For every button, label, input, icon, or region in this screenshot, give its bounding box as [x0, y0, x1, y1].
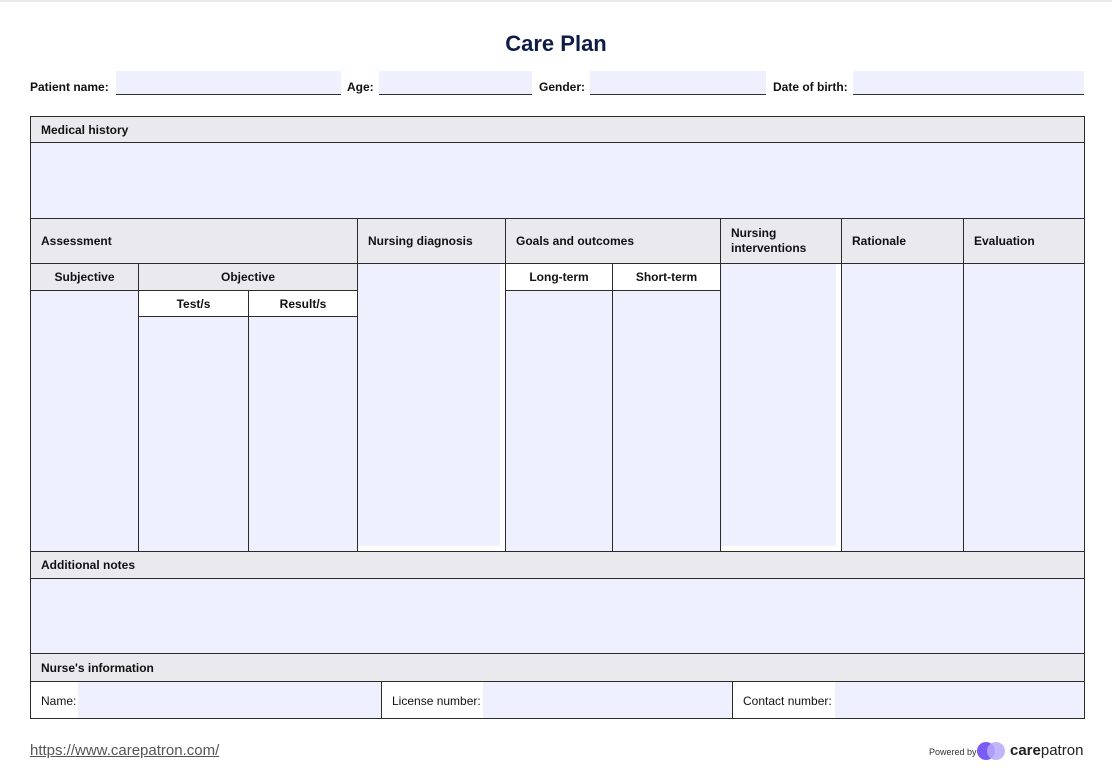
nursing-interventions-column [720, 263, 842, 552]
medical-history-label: Medical history [41, 122, 129, 137]
top-divider [0, 0, 1112, 2]
nurse-name-cell: Name: [30, 681, 382, 719]
gender-label: Gender: [539, 80, 586, 94]
goals-outcomes-label: Goals and outcomes [516, 234, 635, 248]
evaluation-header: Evaluation [963, 218, 1085, 264]
results-label: Result/s [279, 296, 327, 311]
tests-header: Test/s [138, 290, 249, 317]
contact-label: Contact number: [743, 694, 832, 708]
subjective-header: Subjective [30, 263, 139, 291]
dob-label: Date of birth: [773, 80, 848, 94]
nurse-name-field[interactable] [78, 682, 381, 718]
short-term-label: Short-term [635, 270, 698, 284]
page-title: Care Plan [505, 31, 607, 56]
short-term-header: Short-term [612, 263, 721, 291]
patient-name-label: Patient name: [30, 80, 109, 94]
goals-outcomes-header: Goals and outcomes [505, 218, 721, 264]
results-field[interactable] [248, 316, 358, 552]
results-header: Result/s [248, 290, 358, 317]
nurse-name-label: Name: [41, 694, 77, 708]
nurse-info-header: Nurse's information [30, 653, 1085, 682]
powered-by-label: Powered by [929, 747, 977, 757]
contact-field[interactable] [835, 682, 1084, 718]
long-term-header: Long-term [505, 263, 613, 291]
patient-name-field[interactable] [116, 71, 341, 95]
rationale-header: Rationale [841, 218, 964, 264]
long-term-label: Long-term [529, 270, 589, 284]
objective-header: Objective [138, 263, 358, 291]
rationale-label: Rationale [852, 234, 907, 248]
evaluation-field[interactable] [963, 263, 1085, 552]
gender-field[interactable] [590, 71, 766, 95]
carepatron-logo-icon [977, 742, 1005, 760]
brand-rest-text: patron [1040, 742, 1084, 759]
tests-field[interactable] [138, 316, 249, 552]
tests-label: Test/s [176, 296, 211, 311]
nursing-diagnosis-header: Nursing diagnosis [357, 218, 506, 264]
short-term-field[interactable] [612, 290, 721, 552]
nursing-diagnosis-column [357, 263, 506, 552]
nursing-diagnosis-label: Nursing diagnosis [368, 234, 473, 248]
dob-field[interactable] [853, 71, 1084, 95]
assessment-header: Assessment [30, 218, 358, 264]
age-label: Age: [347, 80, 374, 94]
nurse-info-label: Nurse's information [41, 660, 154, 675]
nursing-diagnosis-field[interactable] [358, 264, 500, 546]
long-term-field[interactable] [505, 290, 613, 552]
license-label: License number: [392, 694, 481, 708]
subjective-label: Subjective [54, 270, 115, 284]
carepatron-brand: carepatron [1010, 742, 1083, 759]
evaluation-label: Evaluation [974, 234, 1035, 248]
license-cell: License number: [381, 681, 733, 719]
care-plan-form: Medical history Assessment Nursing diagn… [30, 116, 1085, 719]
brand-bold-text: care [1010, 742, 1041, 759]
medical-history-field[interactable] [30, 142, 1085, 219]
nursing-interventions-field[interactable] [721, 264, 836, 546]
additional-notes-label: Additional notes [41, 558, 135, 572]
assessment-label: Assessment [41, 234, 112, 248]
objective-label: Objective [220, 270, 276, 284]
additional-notes-header: Additional notes [30, 551, 1085, 579]
age-field[interactable] [379, 71, 532, 95]
medical-history-header: Medical history [30, 116, 1085, 143]
additional-notes-field[interactable] [30, 578, 1085, 654]
license-field[interactable] [483, 682, 732, 718]
subjective-field[interactable] [30, 290, 139, 552]
nursing-interventions-label: Nursing interventions [731, 226, 807, 255]
nursing-interventions-header: Nursing interventions [720, 218, 842, 264]
rationale-field[interactable] [841, 263, 964, 552]
carepatron-url-link[interactable]: https://www.carepatron.com/ [30, 742, 220, 759]
contact-cell: Contact number: [732, 681, 1085, 719]
